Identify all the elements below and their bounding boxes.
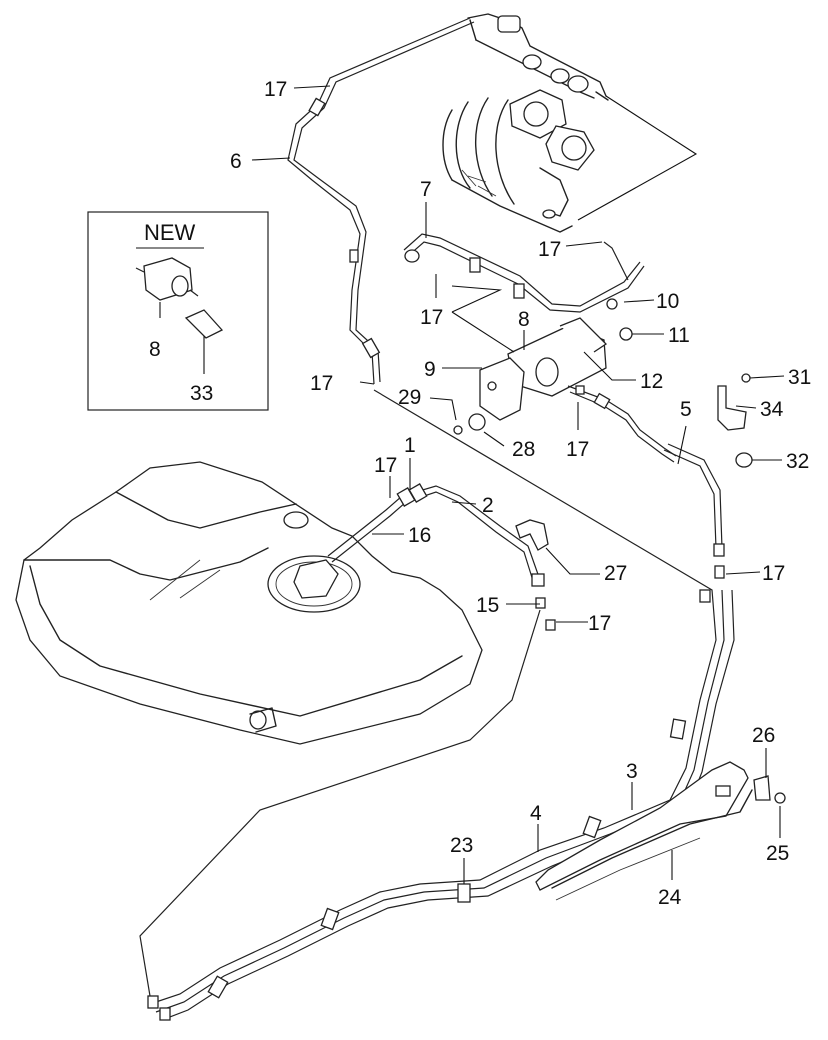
sender-lines bbox=[327, 483, 556, 631]
callout-8: 8 bbox=[518, 308, 530, 331]
callout-32: 32 bbox=[786, 450, 809, 473]
callout-9: 9 bbox=[424, 358, 436, 381]
callout-16: 16 bbox=[408, 524, 431, 547]
callout-17-c: 17 bbox=[420, 306, 443, 329]
callout-11: 11 bbox=[668, 324, 690, 347]
callout-2: 2 bbox=[482, 494, 494, 517]
fuel-filter-assembly bbox=[453, 298, 677, 463]
callout-25: 25 bbox=[766, 842, 789, 865]
callout-7: 7 bbox=[420, 178, 432, 201]
callout-27: 27 bbox=[604, 562, 627, 585]
callout-labels: 17 6 7 17 17 10 8 11 9 12 31 17 29 28 17… bbox=[230, 78, 811, 909]
inset-label-8: 8 bbox=[149, 338, 161, 361]
callout-10: 10 bbox=[656, 290, 679, 313]
callout-24: 24 bbox=[658, 886, 682, 909]
callout-15: 15 bbox=[476, 594, 499, 617]
callout-12: 12 bbox=[640, 370, 663, 393]
callout-3: 3 bbox=[626, 760, 638, 783]
callout-26: 26 bbox=[752, 724, 775, 747]
main-fuel-lines bbox=[139, 389, 735, 1021]
fuel-tank bbox=[15, 461, 483, 745]
bracket-34-group bbox=[717, 373, 753, 468]
callout-29: 29 bbox=[398, 386, 421, 409]
callout-17-g: 17 bbox=[762, 562, 785, 585]
fuel-line-5 bbox=[663, 443, 725, 579]
callout-17-f: 17 bbox=[374, 454, 397, 477]
fuel-line-7 bbox=[403, 233, 645, 313]
callout-17-d: 17 bbox=[310, 372, 333, 395]
heat-shield-24 bbox=[535, 761, 786, 901]
inset-label-33: 33 bbox=[190, 382, 213, 405]
intake-manifold-assembly bbox=[442, 13, 698, 233]
callout-5: 5 bbox=[680, 398, 692, 421]
callout-1: 1 bbox=[404, 434, 416, 457]
callout-6: 6 bbox=[230, 150, 242, 173]
callout-28: 28 bbox=[512, 438, 535, 461]
callout-23: 23 bbox=[450, 834, 473, 857]
inset-heading: NEW bbox=[144, 220, 196, 245]
callout-17-h: 17 bbox=[588, 612, 611, 635]
inset-new-filter: NEW 8 33 bbox=[87, 211, 269, 411]
callout-17-b: 17 bbox=[538, 238, 561, 261]
callout-31: 31 bbox=[788, 366, 811, 389]
callout-17-a: 17 bbox=[264, 78, 287, 101]
fuel-line-6 bbox=[287, 17, 475, 385]
callout-17-e: 17 bbox=[566, 438, 589, 461]
callout-4: 4 bbox=[530, 802, 542, 825]
leader-lines bbox=[251, 85, 785, 884]
callout-34: 34 bbox=[760, 398, 784, 421]
